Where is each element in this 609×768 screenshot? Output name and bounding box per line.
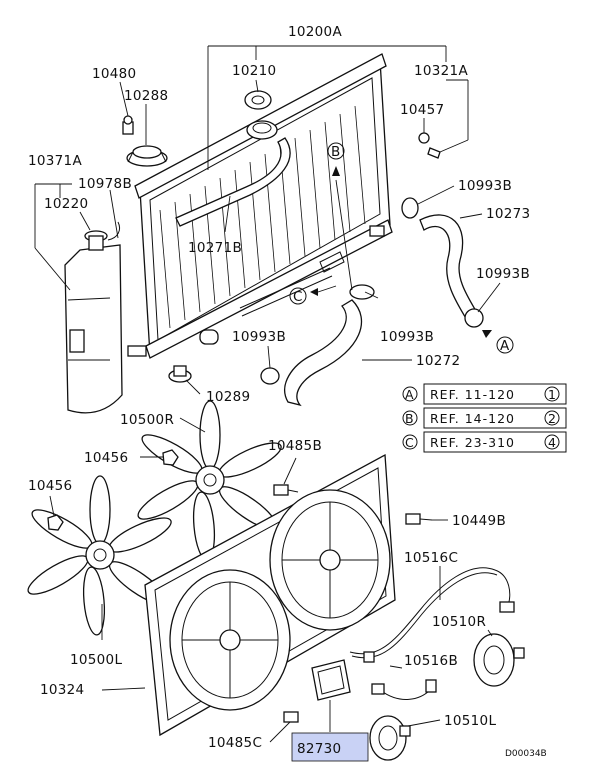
label-10449B: 10449B — [452, 513, 506, 529]
label-10978B: 10978B — [78, 176, 132, 192]
lower-hose-10272 — [284, 299, 362, 407]
label-10220: 10220 — [44, 196, 88, 212]
fan-motor-10510R — [473, 633, 525, 687]
label-10516B: 10516B — [404, 653, 458, 669]
highlight-box-82730[interactable] — [291, 732, 369, 762]
label-10485C: 10485C — [208, 735, 262, 751]
label-10485B: 10485B — [268, 438, 322, 454]
reference-letter-b: B — [405, 411, 415, 426]
label-10993B-4: 10993B — [380, 329, 434, 345]
upper-hose-10273 — [419, 214, 481, 326]
drain-plug-part — [168, 365, 192, 383]
callout-arrows: B C A — [289, 142, 514, 354]
reference-text-c: REF. 23-310 — [430, 435, 515, 450]
drawing-code: D00034B — [505, 749, 547, 759]
label-10210: 10210 — [232, 63, 276, 79]
bleeder-screw-part — [418, 132, 441, 159]
reference-letter-a: A — [405, 387, 415, 402]
label-10993B-3: 10993B — [232, 329, 286, 345]
reserve-tank — [64, 221, 123, 414]
label-10510R: 10510R — [432, 614, 486, 630]
label-10510L: 10510L — [444, 713, 496, 729]
reference-table: A REF. 11-120 1 B REF. 14-120 2 C REF. 2… — [402, 383, 567, 453]
label-10371A: 10371A — [28, 153, 82, 169]
label-10321A: 10321A — [414, 63, 468, 79]
callout-c: C — [293, 289, 303, 305]
leader-lines — [34, 45, 501, 743]
label-10324: 10324 — [40, 682, 84, 698]
highlighted-part[interactable]: 82730 — [291, 732, 369, 762]
hose-clamp-parts — [260, 197, 484, 385]
label-10271B: 10271B — [188, 240, 242, 256]
label-10200A: 10200A — [288, 24, 342, 40]
resistor-part — [311, 659, 351, 701]
reference-num-a: 1 — [548, 387, 557, 402]
label-10289: 10289 — [206, 389, 250, 405]
label-10993B-2: 10993B — [476, 266, 530, 282]
reference-text-b: REF. 14-120 — [430, 411, 515, 426]
label-10456-1: 10456 — [84, 450, 128, 466]
reference-text-a: REF. 11-120 — [430, 387, 515, 402]
reference-num-c: 4 — [548, 435, 557, 450]
thermostat-cap-part — [244, 90, 272, 110]
fan-shroud-10324 — [144, 453, 396, 737]
label-10516C: 10516C — [404, 550, 458, 566]
label-10457: 10457 — [400, 102, 444, 118]
fan-motor-10510L — [369, 715, 411, 761]
radiator-cap-part — [122, 115, 168, 167]
radiator — [127, 53, 393, 359]
label-10273: 10273 — [486, 206, 530, 222]
label-10288: 10288 — [124, 88, 168, 104]
label-10456-2: 10456 — [28, 478, 72, 494]
callout-a: A — [500, 338, 510, 354]
label-10993B-1: 10993B — [458, 178, 512, 194]
reference-num-b: 2 — [548, 411, 557, 426]
label-82730: 82730 — [297, 741, 341, 757]
reference-letter-c: C — [405, 435, 415, 450]
reference-row-b: B REF. 14-120 2 — [402, 407, 567, 429]
part-labels: 10200A 10210 10321A 10480 10288 10457 10… — [28, 24, 530, 751]
fan-nut-parts — [47, 449, 433, 723]
label-10500L: 10500L — [70, 652, 122, 668]
label-10480: 10480 — [92, 66, 136, 82]
callout-b: B — [331, 144, 341, 160]
label-10272: 10272 — [416, 353, 460, 369]
reference-row-c: C REF. 23-310 4 — [402, 431, 567, 453]
reference-row-a: A REF. 11-120 1 — [402, 383, 567, 405]
label-10500R: 10500R — [120, 412, 174, 428]
wiring-harness — [349, 567, 515, 700]
